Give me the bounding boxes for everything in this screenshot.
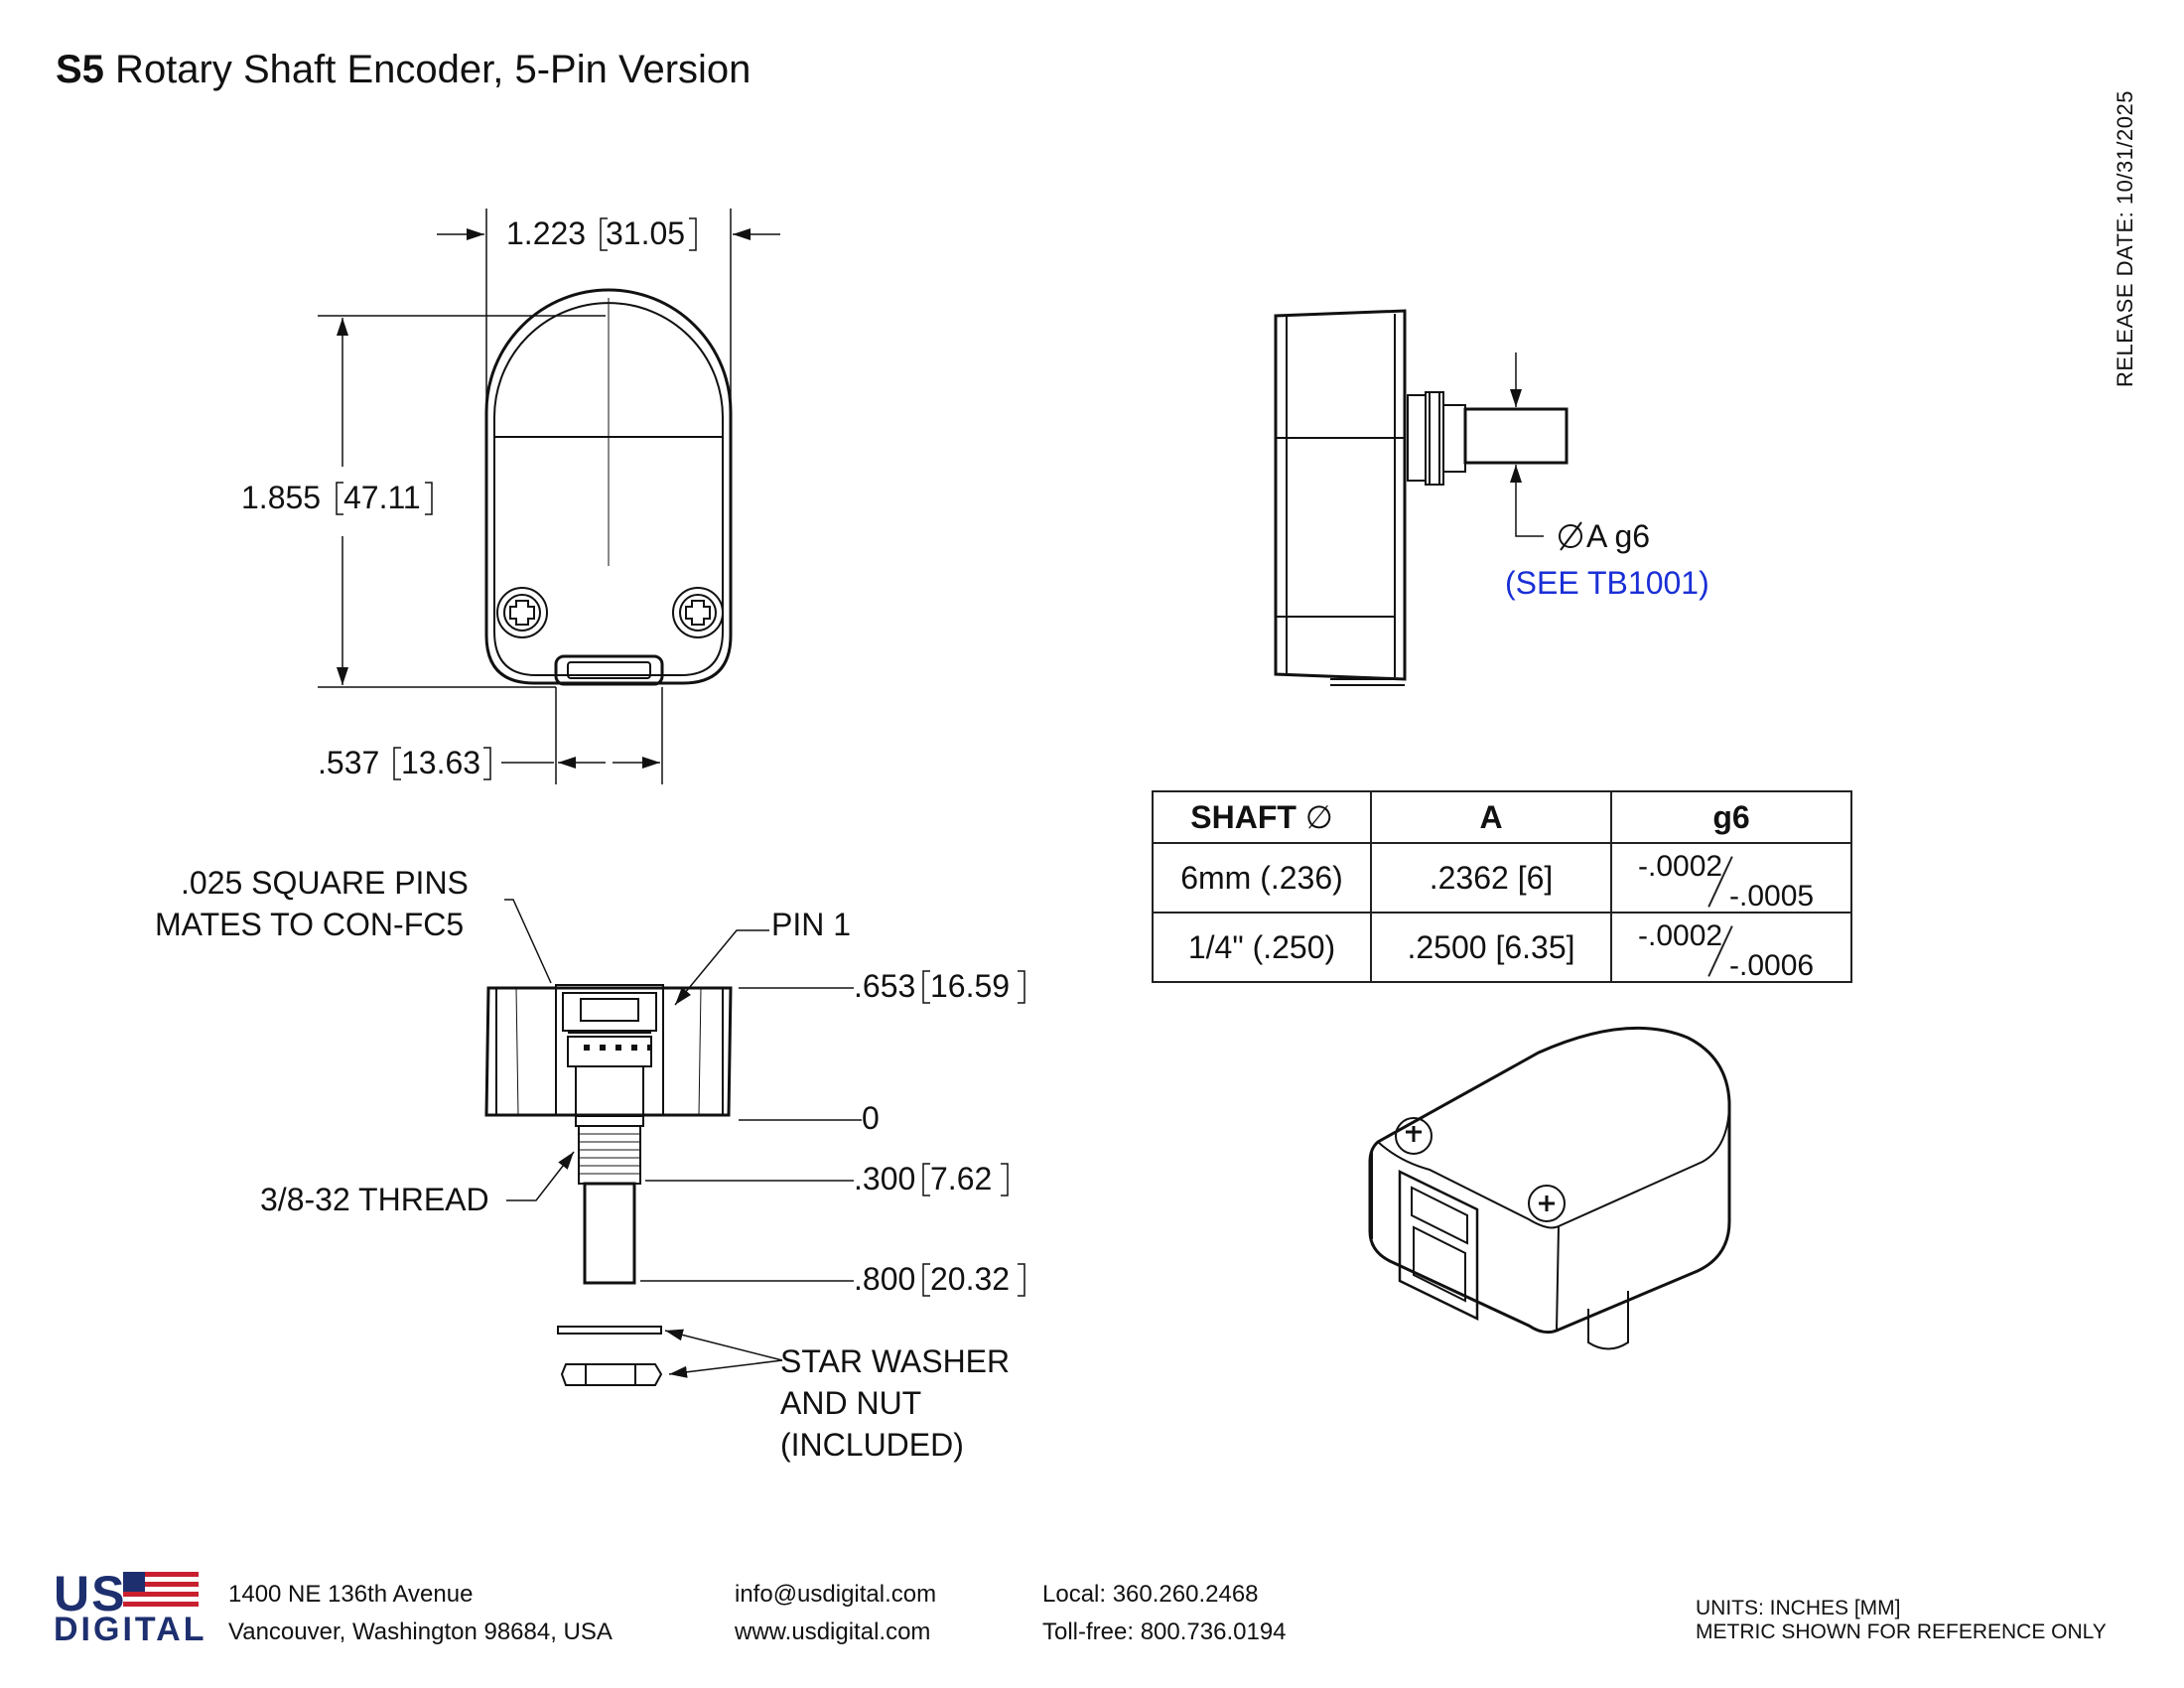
washer-label-1: STAR WASHER [780,1343,1010,1379]
header-g6: g6 [1610,790,1852,844]
dim-300-in: .300 [854,1161,915,1196]
diameter-icon: ∅ [1304,799,1333,835]
bracket-653 [922,970,1025,1004]
bracket-width [600,217,697,251]
units-note: UNITS: INCHES [MM] [1696,1597,1901,1619]
front-elevation-dimensions [504,899,862,1378]
diameter-symbol [1559,521,1582,551]
cell-shaft: 1/4" (.250) [1152,912,1372,983]
bracket-800 [922,1263,1025,1297]
local-phone: Local: 360.260.2468 [1042,1581,1259,1608]
logo-flag-icon [123,1572,199,1607]
dim-zero: 0 [862,1100,880,1136]
see-tb1001-link[interactable]: (SEE TB1001) [1505,565,1709,601]
metric-note: METRIC SHOWN FOR REFERENCE ONLY [1696,1620,2107,1643]
address-line-2: Vancouver, Washington 98684, USA [228,1618,613,1645]
encoder-front-elevation [484,984,733,1386]
address-line-1: 1400 NE 136th Avenue [228,1581,474,1608]
shaft-spec-table: SHAFT ∅ A g6 6mm (.236) .2362 [6] -.0002… [1152,790,1852,983]
dim-800-mm: 20.32 [930,1261,1010,1297]
table-row: 6mm (.236) .2362 [6] -.0002-.0005 [1152,842,1852,914]
dim-800-in: .800 [854,1261,915,1297]
dim-height-in: 1.855 [241,480,321,515]
encoder-isometric-view [1368,1026,1731,1350]
dim-height-mm: 47.11 [343,480,421,515]
thread-label: 3/8-32 THREAD [260,1182,489,1217]
cell-a: .2500 [6.35] [1370,912,1612,983]
dim-653-mm: 16.59 [930,968,1010,1004]
dim-width-in: 1.223 [506,215,586,251]
bracket-height [336,482,433,515]
dim-300-mm: 7.62 [930,1161,992,1196]
page-title: S5 Rotary Shaft Encoder, 5-Pin Version [56,48,751,91]
shaft-dia-leader [1510,352,1544,537]
washer-label-3: (INCLUDED) [780,1427,964,1463]
dim-conn-mm: 13.63 [401,745,480,780]
pin1-label: PIN 1 [771,907,851,942]
email-link[interactable]: info@usdigital.com [735,1581,937,1608]
pins-label-1: .025 SQUARE PINS [181,865,469,901]
dim-conn-in: .537 [318,745,379,780]
top-view-dimensions [318,209,780,784]
cell-shaft: 6mm (.236) [1152,842,1372,914]
logo-us: US [54,1566,127,1621]
encoder-side-view [1274,309,1569,686]
header-shaft: SHAFT ∅ [1152,790,1372,844]
encoder-top-view [484,288,733,686]
website-link[interactable]: www.usdigital.com [735,1618,931,1645]
washer-label-2: AND NUT [780,1385,921,1421]
logo-digital: DIGITAL [54,1611,207,1648]
cell-g6: -.0002-.0006 [1610,912,1852,983]
shaft-dia-label: A g6 [1586,518,1650,554]
table-row: 1/4" (.250) .2500 [6.35] -.0002-.0006 [1152,912,1852,983]
bracket-conn [393,747,491,780]
cell-g6: -.0002-.0005 [1610,842,1852,914]
table-header-row: SHAFT ∅ A g6 [1152,790,1852,844]
pins-label-2: MATES TO CON-FC5 [155,907,464,942]
tollfree-phone: Toll-free: 800.736.0194 [1042,1618,1287,1645]
header-a: A [1370,790,1612,844]
dim-653-in: .653 [854,968,915,1004]
bracket-300 [922,1163,1009,1196]
dim-width-mm: 31.05 [606,215,685,251]
cell-a: .2362 [6] [1370,842,1612,914]
